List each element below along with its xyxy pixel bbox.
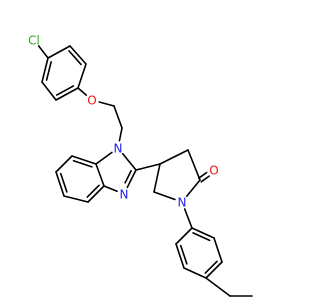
molecule-drawing: ClO N N N O [28, 34, 253, 297]
bond-c2i-r4 [135, 163, 161, 171]
bond-c_co-o_carbonyl-second [197, 171, 208, 180]
atom-label-cl: Cl [28, 34, 40, 48]
bond-n1-c7a [95, 151, 113, 165]
bond-c1-c2 [41, 57, 49, 83]
atom-label-n3: N [120, 188, 129, 202]
atom-label-o-ether: O [87, 94, 96, 108]
bond-cl-c1 [37, 45, 49, 59]
bond-b6-b5 [55, 171, 65, 197]
bond-p2-p3 [213, 237, 223, 263]
bond-ch2b-n1 [118, 127, 123, 142]
bond-o_ether-ch2a [98, 101, 115, 107]
bond-p3-p4 [205, 261, 223, 279]
bond-p1-p2 [191, 227, 215, 239]
bond-r5-r4 [153, 163, 161, 193]
bond-c5-c6 [69, 45, 87, 65]
bond-p1-p2-second [192, 232, 211, 242]
bond-c1-c2-second [45, 61, 52, 81]
bond-p4-et1 [205, 277, 231, 297]
bond-c3a-n3 [103, 185, 118, 193]
bond-c7a-b7 [71, 155, 97, 165]
bond-p4-p5 [183, 267, 207, 279]
bond-b5-b4 [63, 195, 89, 203]
bond-c4-c5 [77, 63, 87, 89]
bond-p6-p1 [175, 227, 193, 245]
bond-r3-c_co [187, 149, 201, 181]
bond-c3-c4-second [55, 85, 75, 96]
bond-c6-c1 [47, 45, 71, 59]
bond-c2-c3 [41, 81, 57, 101]
bond-c5-c6-second [68, 50, 82, 66]
bond-n_lactam-p1 [183, 208, 193, 229]
bond-n_lactam-r5 [153, 191, 176, 201]
bond-b7-b6 [55, 155, 73, 173]
bond-n3-c2i-second [124, 170, 132, 184]
bond-c7a-b7-second [72, 159, 93, 168]
bond-b6-b5-second [59, 172, 68, 193]
bond-p3-p4-second [204, 260, 218, 274]
bond-c4-o_ether [77, 87, 88, 96]
bond-c2i-n1 [121, 153, 137, 171]
bond-b4-c3a-second [86, 184, 100, 198]
bond-c3-c4 [55, 87, 79, 101]
atom-label-n1: N [114, 142, 123, 156]
bond-c_co-o_carbonyl [200, 175, 210, 183]
bond-r4-r3 [159, 149, 189, 165]
bond-c_co-n_lactam [185, 179, 201, 197]
atom-label-n-lactam: N [178, 196, 187, 210]
bond-ch2a-ch2b [113, 105, 123, 129]
bond-b4-c3a [87, 185, 105, 203]
bond-p5-p6-second [179, 244, 188, 265]
bond-c7a-c3a [95, 163, 105, 187]
bond-n3-c2i [126, 169, 137, 189]
atom-label-o-carbonyl: O [209, 164, 218, 178]
bond-p5-p6 [175, 243, 185, 269]
